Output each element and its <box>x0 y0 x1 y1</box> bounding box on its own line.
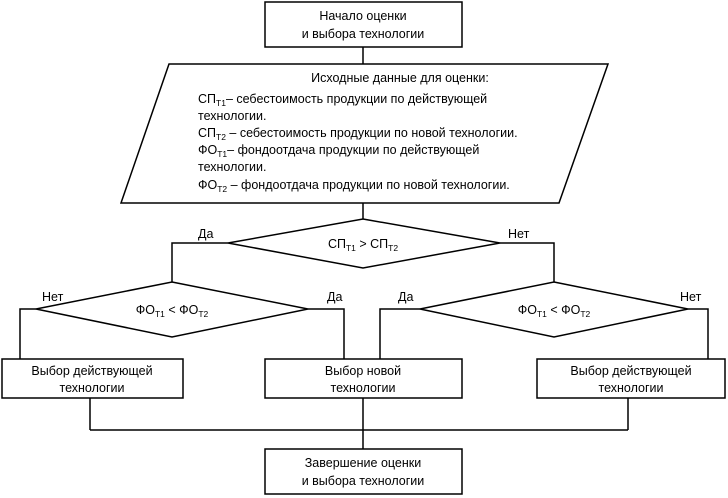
box-mid-line1: Выбор новой <box>325 364 401 378</box>
decision-right-condition: ФОТ1 < ФОТ2 <box>518 303 591 319</box>
box-keep-current-right: Выбор действующей технологии <box>536 358 726 399</box>
box-choose-new: Выбор новой технологии <box>264 358 463 399</box>
start-node: Начало оценки и выбора технологии <box>264 1 463 48</box>
input-item-2: СПТ2 – себестоимость продукции по новой … <box>198 126 518 142</box>
box-right-line1: Выбор действующей <box>570 364 691 378</box>
input-item-1: СПТ1– себестоимость продукции по действу… <box>198 92 487 108</box>
start-line2: и выбора технологии <box>302 27 425 41</box>
label-right-yes: Да <box>398 290 413 304</box>
box-right-line2: технологии <box>598 381 663 395</box>
input-item-4: ФОТ2 – фондоотдача продукции по новой те… <box>198 178 510 194</box>
box-keep-current-left: Выбор действующей технологии <box>1 358 184 399</box>
edge-right-no <box>688 308 709 359</box>
input-title: Исходные данные для оценки: <box>311 71 489 85</box>
label-main-no: Нет <box>508 227 530 241</box>
start-line1: Начало оценки <box>319 9 406 23</box>
end-line2: и выбора технологии <box>302 474 425 488</box>
decision-left-condition: ФОТ1 < ФОТ2 <box>136 303 209 319</box>
decision-left: ФОТ1 < ФОТ2 <box>35 281 309 338</box>
edge-main-no <box>500 242 555 282</box>
input-item-3-cont: технологии. <box>198 160 266 174</box>
box-left-line2: технологии <box>59 381 124 395</box>
box-left-line1: Выбор действующей <box>31 364 152 378</box>
end-node: Завершение оценки и выбора технологии <box>264 448 463 495</box>
edge-right-yes <box>379 308 420 359</box>
input-data-node: Исходные данные для оценки: СПТ1– себест… <box>119 63 610 204</box>
end-line1: Завершение оценки <box>305 456 421 470</box>
input-item-3: ФОТ1– фондоотдача продукции по действующ… <box>198 143 479 159</box>
connectors <box>19 47 709 449</box>
label-right-no: Нет <box>680 290 702 304</box>
decision-right: ФОТ1 < ФОТ2 <box>419 281 689 338</box>
label-left-yes: Да <box>327 290 342 304</box>
decision-main: СПТ1 > СПТ2 <box>227 218 501 269</box>
edge-left-yes <box>308 308 345 359</box>
decision-main-condition: СПТ1 > СПТ2 <box>328 237 398 253</box>
label-main-yes: Да <box>198 227 213 241</box>
edge-main-yes <box>171 242 228 282</box>
edge-left-no <box>19 308 36 359</box>
input-item-1-cont: технологии. <box>198 109 266 123</box>
box-mid-line2: технологии <box>330 381 395 395</box>
label-left-no: Нет <box>42 290 64 304</box>
